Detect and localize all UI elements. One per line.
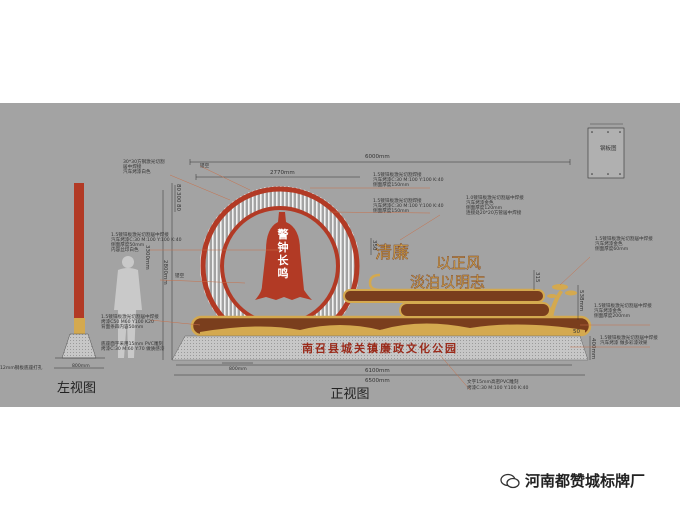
slogan-line2: 淡泊以明志 xyxy=(410,273,485,291)
note-base-left: 底座面字采用15mm PVC雕刻 烤漆C:30 M:60 Y:70 做质感漆 xyxy=(101,340,165,352)
note-hollow-mid: 镂空 xyxy=(175,272,185,279)
left-view-gold-band xyxy=(74,318,85,334)
front-base xyxy=(171,335,589,361)
svg-text:汽车烤漆C:30 M:100 Y:100 K:40: 汽车烤漆C:30 M:100 Y:100 K:40 xyxy=(373,176,444,183)
svg-text:汽车烤漆金色: 汽车烤漆金色 xyxy=(595,240,623,247)
svg-text:1.5镀锌板激光切割焊接: 1.5镀锌板激光切割焊接 xyxy=(373,197,422,204)
dim-ring-80a: 80 xyxy=(175,184,181,191)
bell-char-2: 钟 xyxy=(278,240,289,254)
svg-text:烤漆C50 M60 Y100 K20: 烤漆C50 M60 Y100 K20 xyxy=(101,318,154,325)
note-left-foot: 12mm钢板底座打孔 xyxy=(0,364,43,371)
svg-text:汽车烤漆金色: 汽车烤漆金色 xyxy=(466,199,494,206)
svg-text:文字15mm高密PVC雕刻: 文字15mm高密PVC雕刻 xyxy=(467,378,519,385)
dim-6000: 6000mm xyxy=(365,154,390,160)
svg-text:1.0镀锌板激光切割居中焊接: 1.0镀锌板激光切割居中焊接 xyxy=(466,194,524,201)
dim-6500: 6500mm xyxy=(365,378,390,384)
svg-text:1.5镀锌板激光切割居中焊接: 1.5镀锌板激光切割居中焊接 xyxy=(101,313,159,320)
dim-350: 350 xyxy=(371,240,377,251)
dim-2800: 2800mm xyxy=(162,260,168,285)
left-view: 12mm钢板底座打孔 左视图 xyxy=(0,183,105,396)
svg-text:内容丝印白色: 内容丝印白色 xyxy=(111,246,139,253)
svg-text:侧面厚度50mm: 侧面厚度50mm xyxy=(111,241,145,248)
svg-text:汽车烤漆C:30 M:100 Y:100 K:40: 汽车烤漆C:30 M:100 Y:100 K:40 xyxy=(111,236,182,243)
svg-text:背面条四内容50mm: 背面条四内容50mm xyxy=(101,323,144,330)
slogan-line1-b: 以正风 xyxy=(436,254,481,272)
pine-tree xyxy=(547,284,577,318)
svg-text:居中焊接: 居中焊接 xyxy=(123,163,142,170)
svg-text:1.5镀锌板激光切割居中焊接: 1.5镀锌板激光切割居中焊接 xyxy=(594,302,652,309)
note-band-right: 1.5镀锌板激光切割居中焊接 汽车烤漆金色 侧面厚度200mm xyxy=(594,302,652,319)
front-view: 警 钟 长 鸣 清廉 以正风 淡泊以明志 南召县城关镇廉政文化公园 正视图 xyxy=(171,186,592,402)
svg-text:烤漆C:30 M:100 Y:100 K:40: 烤漆C:30 M:100 Y:100 K:40 xyxy=(467,384,528,391)
wechat-icon xyxy=(500,473,520,488)
bell-char-3: 长 xyxy=(278,253,290,267)
plate-title: 钢板图 xyxy=(600,144,617,152)
dim-6100: 6100mm xyxy=(365,368,390,374)
note-base-right: 1.5镀锌板激光切割居中焊接 汽车烤漆 做多彩漆效果 xyxy=(600,334,658,346)
dim-front-foot: 800mm xyxy=(229,366,247,372)
mountain-pattern xyxy=(200,323,585,334)
note-outer-ring: 1.5镀锌板激光切割焊接 汽车烤漆C:30 M:100 Y:100 K:40 侧… xyxy=(373,171,444,188)
svg-text:1.5镀锌板激光切割居中焊接: 1.5镀锌板激光切割居中焊接 xyxy=(111,231,169,238)
svg-text:1.5镀锌板激光切割焊接: 1.5镀锌板激光切割焊接 xyxy=(373,171,422,178)
svg-text:汽车烤漆金色: 汽车烤漆金色 xyxy=(594,307,622,314)
svg-text:侧面厚度150mm: 侧面厚度150mm xyxy=(373,181,410,188)
svg-text:30*30方钢激光切割: 30*30方钢激光切割 xyxy=(123,158,165,165)
note-bell: 1.5镀锌板激光切割居中焊接 汽车烤漆C:30 M:100 Y:100 K:40… xyxy=(111,231,182,253)
svg-text:汽车烤漆白色: 汽车烤漆白色 xyxy=(123,168,151,175)
front-view-title: 正视图 xyxy=(330,387,369,402)
note-grille: 30*30方钢激光切割 居中焊接 汽车烤漆白色 xyxy=(123,158,165,175)
person-silhouette xyxy=(114,256,142,358)
svg-text:底座面字采用15mm PVC雕刻: 底座面字采用15mm PVC雕刻 xyxy=(101,340,164,347)
watermark: 河南都赞城标牌厂 xyxy=(500,470,645,491)
dim-2770: 2770mm xyxy=(270,170,295,176)
note-band-left: 1.5镀锌板激光切割居中焊接 烤漆C50 M60 Y100 K20 背面条四内容… xyxy=(101,313,159,330)
bell-char-4: 鸣 xyxy=(278,266,289,280)
dim-50: 50 xyxy=(573,329,580,335)
dim-3300: 3300mm xyxy=(144,245,150,270)
left-view-base xyxy=(61,333,97,359)
mid-scroll-band xyxy=(399,302,551,318)
note-tree: 1.5镀锌板激光切割居中焊接 汽车烤漆金色 侧面厚度60mm xyxy=(595,235,653,252)
svg-text:烤漆C:30 M:60 Y:70 做质感漆: 烤漆C:30 M:60 Y:70 做质感漆 xyxy=(101,345,165,352)
note-hollow-top: 镂空 xyxy=(200,162,210,169)
svg-text:汽车烤漆 做多彩漆效果: 汽车烤漆 做多彩漆效果 xyxy=(600,339,648,346)
svg-text:1.5镀锌板激光切割居中焊接: 1.5镀锌板激光切割居中焊接 xyxy=(595,235,653,242)
svg-text:侧面厚度200mm: 侧面厚度200mm xyxy=(594,312,631,319)
svg-text:汽车烤漆C:30 M:100 Y:100 K:40: 汽车烤漆C:30 M:100 Y:100 K:40 xyxy=(373,202,444,209)
svg-text:1.5镀锌板激光切割居中焊接: 1.5镀锌板激光切割居中焊接 xyxy=(600,334,658,341)
leader-lines xyxy=(149,165,650,391)
svg-text:侧面厚度150mm: 侧面厚度150mm xyxy=(373,207,410,214)
dim-315: 315 xyxy=(534,272,540,283)
note-inner-ring: 1.5镀锌板激光切割焊接 汽车烤漆C:30 M:100 Y:100 K:40 侧… xyxy=(373,197,444,214)
dim-left-base: 800mm xyxy=(72,363,90,369)
dim-400: 400mm xyxy=(590,338,596,359)
watermark-text: 河南都赞城标牌厂 xyxy=(525,472,646,490)
svg-text:侧面厚度60mm: 侧面厚度60mm xyxy=(595,245,629,252)
note-slogan: 1.0镀锌板激光切割居中焊接 汽车烤漆金色 侧面厚度120mm 连接处20*20… xyxy=(466,194,524,216)
steel-plate-drawing: 钢板图 xyxy=(587,123,625,179)
left-view-column xyxy=(74,183,84,319)
svg-text:连接处20*20方管居中焊接: 连接处20*20方管居中焊接 xyxy=(466,209,522,216)
dim-ring-80b: 80 xyxy=(175,204,181,211)
dim-538: 538mm xyxy=(578,290,584,311)
svg-text:侧面厚度120mm: 侧面厚度120mm xyxy=(466,204,503,211)
slogan-line1-a: 清廉 xyxy=(375,243,409,263)
bell-shape xyxy=(255,212,312,300)
dim-ring-300: 300 xyxy=(175,192,181,203)
upper-scroll-band xyxy=(343,289,545,303)
base-text: 南召县城关镇廉政文化公园 xyxy=(302,341,458,355)
note-base-text: 文字15mm高密PVC雕刻 烤漆C:30 M:100 Y:100 K:40 xyxy=(467,378,528,391)
left-view-title: 左视图 xyxy=(57,381,96,396)
bell-char-1: 警 xyxy=(277,227,289,241)
